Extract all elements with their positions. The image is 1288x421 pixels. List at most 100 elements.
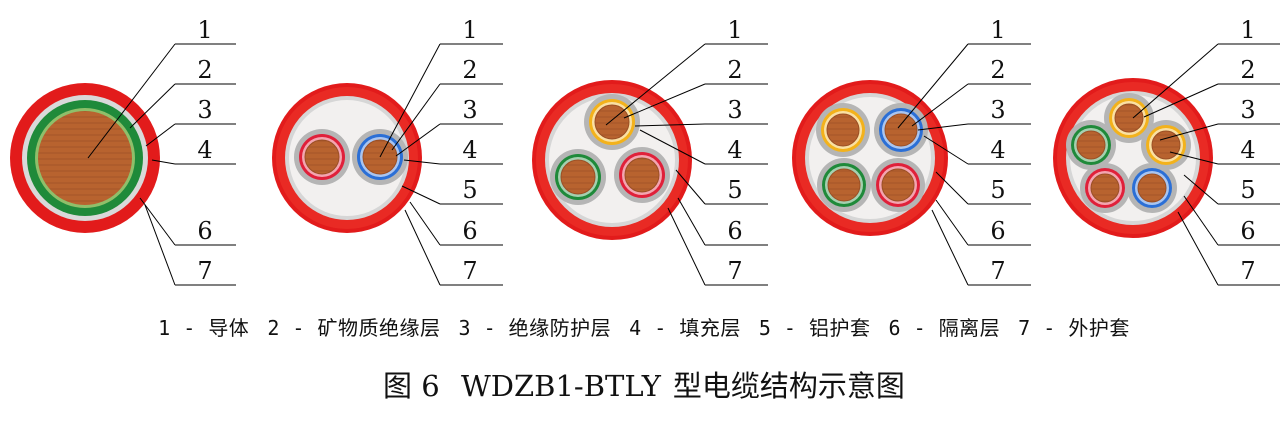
legend-dash: -: [170, 316, 209, 340]
legend-label: 绝缘防护层: [508, 316, 612, 340]
leader-line: [931, 209, 969, 286]
callout-number-1: 1: [990, 16, 1005, 44]
conductor: [624, 157, 660, 193]
conductor: [1090, 173, 1120, 203]
callout-number-3: 3: [990, 96, 1005, 124]
legend-item-3: 3 - 绝缘防护层: [458, 316, 611, 340]
legend-number: 6: [888, 316, 902, 340]
leader-line: [634, 123, 706, 127]
caption-model: WDZB1-BTLY: [460, 369, 661, 403]
legend-number: 7: [1018, 316, 1031, 340]
callout-number-5: 5: [462, 176, 477, 204]
insulated-core: [614, 147, 670, 203]
cable-cross-section-5: [1053, 78, 1213, 238]
figure-caption: 图 6 WDZB1-BTLY 型电缆结构示意图: [0, 363, 1288, 405]
conductor: [1114, 103, 1144, 133]
callout-number-7: 7: [1240, 257, 1255, 285]
legend-item-5: 5 - 铝护套: [759, 316, 871, 340]
leader-line: [1143, 83, 1219, 118]
leader-line: [144, 204, 176, 286]
conductor: [826, 113, 860, 147]
callout-number-7: 7: [990, 257, 1005, 285]
leader-line: [1183, 195, 1219, 246]
leader-line: [1183, 174, 1219, 205]
conductor: [560, 159, 596, 195]
leader-line: [401, 185, 441, 205]
legend-number: 4: [629, 316, 642, 340]
leader-line: [395, 123, 441, 157]
leader-line: [409, 201, 441, 246]
leader-line: [391, 83, 441, 151]
legend-number: 2: [267, 316, 280, 340]
callout-number-1: 1: [462, 16, 477, 44]
cable-cross-section-1: [10, 83, 160, 233]
leader-line: [897, 43, 969, 129]
legend-dash: -: [901, 316, 939, 340]
legend-dash: -: [471, 316, 509, 340]
leader-line: [935, 171, 969, 205]
leader-line: [923, 135, 969, 165]
leader-line: [675, 169, 706, 205]
leader-line: [379, 43, 441, 158]
leader-line: [151, 159, 176, 165]
legend-dash: -: [1030, 316, 1069, 340]
insulated-core: [1104, 93, 1154, 143]
callout-number-5: 5: [1240, 176, 1255, 204]
callout-number-2: 2: [462, 56, 477, 84]
legend-dash: -: [279, 316, 318, 340]
leader-line: [87, 43, 176, 159]
insulated-core: [817, 158, 871, 212]
callout-number-2: 2: [990, 56, 1005, 84]
callout-number-5: 5: [727, 176, 742, 204]
callout-number-6: 6: [1240, 217, 1255, 245]
leader-line: [917, 123, 969, 131]
callout-number-7: 7: [727, 257, 742, 285]
legend-item-2: 2 - 矿物质绝缘层: [267, 316, 440, 340]
leader-line: [403, 159, 441, 165]
callout-number-2: 2: [727, 56, 742, 84]
callout-number-4: 4: [1240, 136, 1255, 164]
callout-number-3: 3: [462, 96, 477, 124]
callout-number-4: 4: [462, 136, 477, 164]
leader-line: [935, 199, 969, 246]
callout-number-3: 3: [197, 96, 212, 124]
insulated-core: [294, 129, 350, 185]
leader-line: [605, 43, 706, 126]
legend-label: 填充层: [679, 316, 741, 340]
insulated-core: [816, 103, 870, 157]
callout-number-4: 4: [727, 136, 742, 164]
insulated-core: [871, 158, 925, 212]
cable-cross-section-4: [792, 80, 948, 236]
insulated-core: [1127, 163, 1177, 213]
leader-line: [1159, 123, 1219, 141]
legend-label: 隔离层: [938, 316, 1001, 340]
callout-number-5: 5: [990, 176, 1005, 204]
legend-label: 外护套: [1068, 316, 1130, 340]
callout-number-1: 1: [727, 16, 742, 44]
caption-figure-number: 图 6: [383, 369, 440, 403]
callout-number-4: 4: [197, 136, 212, 164]
legend-number: 5: [758, 316, 772, 340]
conductor: [1151, 130, 1181, 160]
callout-number-3: 3: [727, 96, 742, 124]
caption-title: 型电缆结构示意图: [672, 369, 905, 403]
callout-number-1: 1: [1240, 16, 1255, 44]
callout-number-6: 6: [197, 217, 212, 245]
callout-number-2: 2: [197, 56, 212, 84]
leader-line: [623, 83, 706, 119]
insulated-core: [1080, 163, 1130, 213]
insulated-core: [584, 94, 640, 150]
conductor: [881, 168, 915, 202]
cable-cross-section-3: [532, 80, 692, 240]
insulated-core: [1066, 120, 1116, 170]
cable-cross-section-2: [272, 83, 422, 233]
conductor: [1137, 173, 1167, 203]
conductor: [827, 168, 861, 202]
conductor: [304, 139, 340, 175]
legend-label: 导体: [208, 316, 250, 340]
